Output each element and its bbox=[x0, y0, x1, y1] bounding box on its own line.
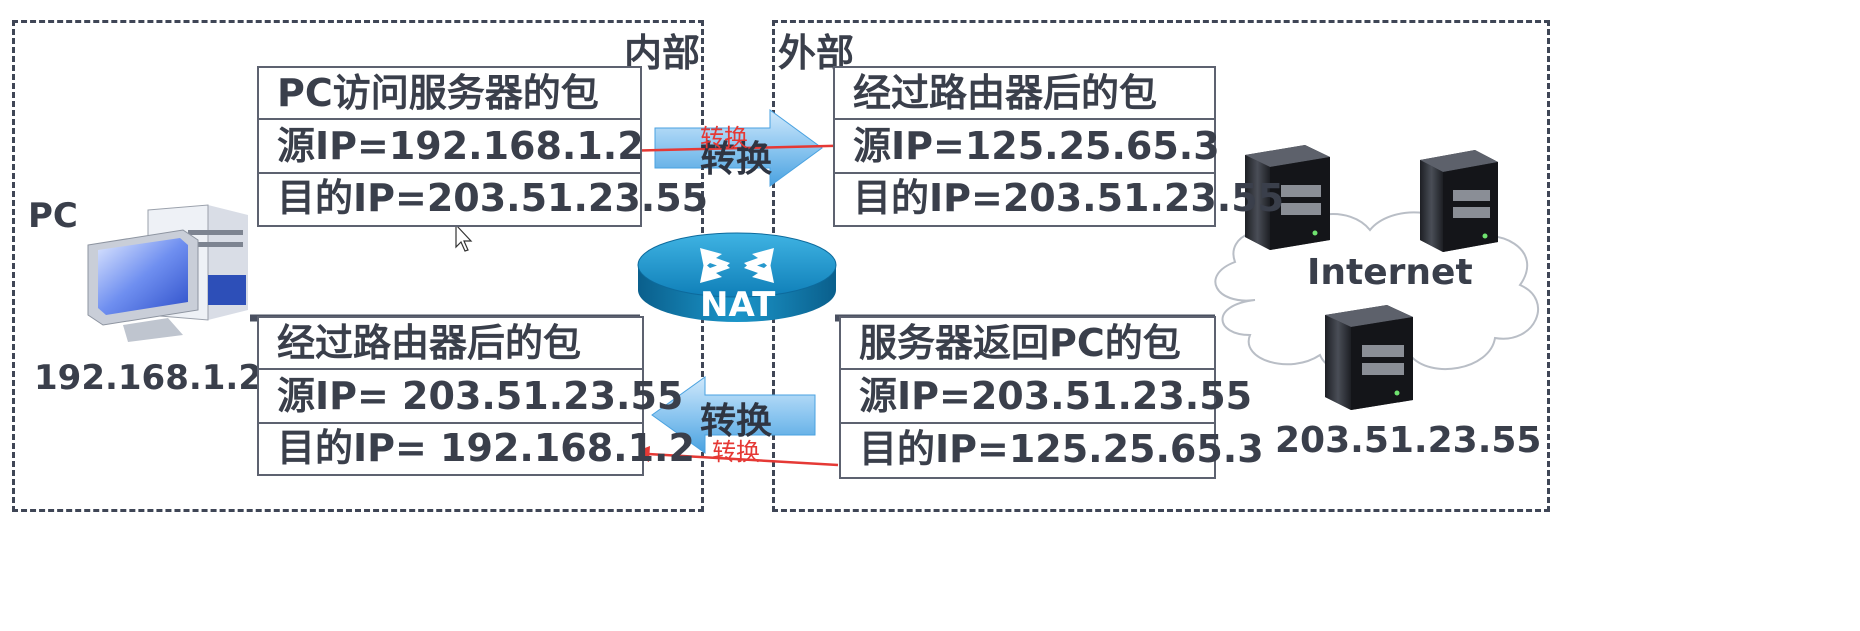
router-label: NAT bbox=[700, 285, 776, 325]
server-icon bbox=[1420, 150, 1498, 252]
packet-after-router-out: 经过路由器后的包 源IP=125.25.65.3 目的IP=203.51.23.… bbox=[833, 66, 1285, 227]
backward-translate-arrow bbox=[651, 376, 816, 454]
forward-annotation-label: 转换 bbox=[700, 124, 748, 152]
packet-server-to-pc: 服务器返回PC的包 源IP=203.51.23.55 目的IP=125.25.6… bbox=[839, 316, 1264, 479]
packet-destination-ip: 目的IP=203.51.23.55 bbox=[277, 176, 709, 220]
packet-source-ip: 源IP=203.51.23.55 bbox=[841, 370, 1252, 424]
pc-ip-label: 192.168.1.2 bbox=[34, 358, 263, 398]
pc-computer-icon bbox=[87, 204, 248, 342]
server-ip-label: 203.51.23.55 bbox=[1275, 420, 1542, 461]
packet-after-router-in: 经过路由器后的包 源IP= 203.51.23.55 目的IP= 192.168… bbox=[257, 316, 695, 476]
packet-source-ip: 源IP= 203.51.23.55 bbox=[259, 370, 683, 424]
forward-arrow-label: 转换 bbox=[700, 139, 773, 180]
packet-title: 经过路由器后的包 bbox=[259, 318, 642, 370]
packet-pc-to-server: PC访问服务器的包 源IP=192.168.1.2 目的IP=203.51.23… bbox=[257, 66, 709, 227]
packet-title: PC访问服务器的包 bbox=[259, 68, 640, 120]
backward-annotation-label: 转换 bbox=[712, 438, 760, 466]
packet-title: 经过路由器后的包 bbox=[835, 68, 1214, 120]
packet-destination-ip: 目的IP=203.51.23.55 bbox=[853, 176, 1285, 220]
packet-destination-ip: 目的IP= 192.168.1.2 bbox=[277, 426, 695, 470]
nat-router-icon bbox=[637, 232, 837, 322]
packet-title: 服务器返回PC的包 bbox=[841, 318, 1214, 370]
packet-destination-ip: 目的IP=125.25.65.3 bbox=[859, 427, 1264, 471]
pc-label: PC bbox=[28, 196, 78, 236]
packet-source-ip: 源IP=192.168.1.2 bbox=[259, 120, 644, 174]
packet-source-ip: 源IP=125.25.65.3 bbox=[835, 120, 1220, 174]
backward-arrow-label: 转换 bbox=[700, 401, 773, 442]
server-icon bbox=[1325, 305, 1413, 410]
server-icon bbox=[1245, 145, 1330, 250]
mouse-cursor-icon bbox=[455, 223, 473, 252]
internet-label: Internet bbox=[1307, 252, 1473, 293]
